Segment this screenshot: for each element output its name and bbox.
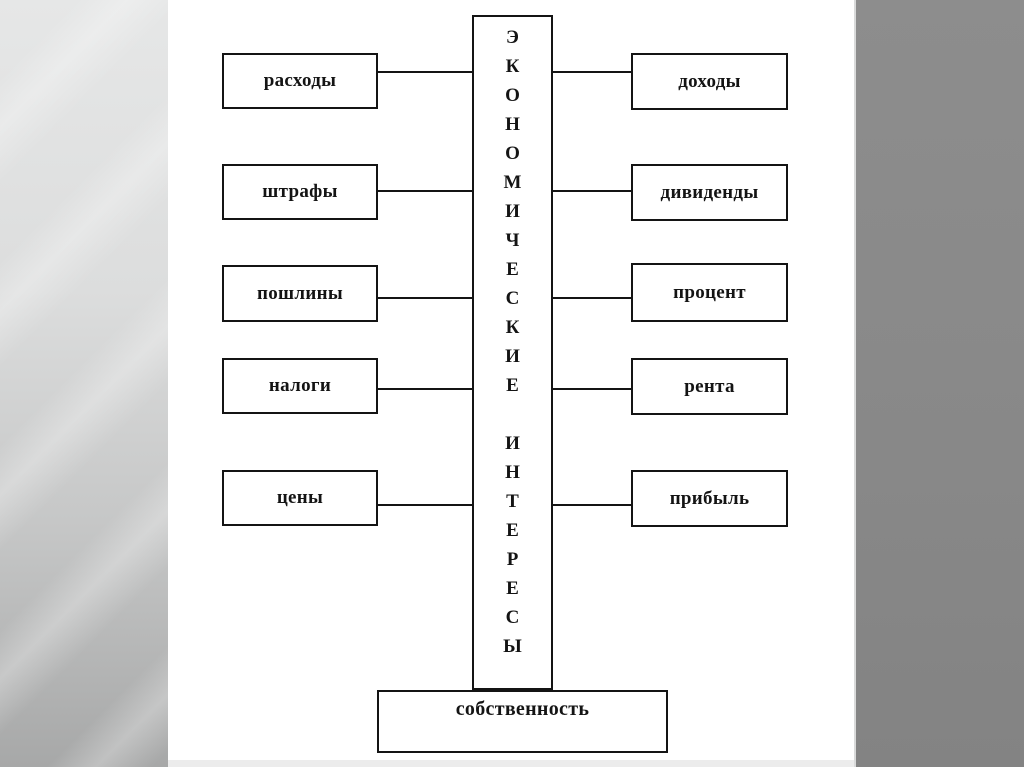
node-property: собственность	[377, 690, 668, 753]
connector-right-interest	[553, 297, 631, 299]
background-right-panel	[854, 0, 1024, 767]
connector-right-dividends	[553, 190, 631, 192]
node-rent-label: рента	[684, 375, 735, 397]
interests-word-vertical: И Н Т Е Р Е С Ы	[503, 433, 522, 657]
node-prices: цены	[222, 470, 378, 526]
connector-right-profit	[553, 504, 631, 506]
node-dividends-label: дивиденды	[660, 181, 759, 203]
background-left-panel	[0, 0, 168, 767]
connector-left-taxes	[378, 388, 472, 390]
node-economic-interests: Э К О Н О М И Ч Е С К И Е И Н Т Е Р Е С …	[472, 15, 553, 690]
node-dividends: дивиденды	[631, 164, 788, 221]
connector-left-prices	[378, 504, 472, 506]
node-rent: рента	[631, 358, 788, 415]
node-fines-label: штрафы	[262, 181, 338, 202]
connector-left-duties	[378, 297, 472, 299]
word-gap	[474, 400, 551, 429]
node-taxes-label: налоги	[268, 375, 332, 396]
node-fines: штрафы	[222, 164, 378, 220]
connector-right-incomes	[553, 71, 631, 73]
node-profit: прибыль	[631, 470, 788, 527]
node-prices-label: цены	[276, 487, 324, 508]
node-incomes-label: доходы	[678, 70, 741, 92]
node-incomes: доходы	[631, 53, 788, 110]
node-duties-label: пошлины	[257, 282, 343, 304]
connector-right-rent	[553, 388, 631, 390]
node-duties: пошлины	[222, 265, 378, 322]
node-expenses: расходы	[222, 53, 378, 109]
slide-footer-strip	[168, 760, 854, 767]
economic-word-vertical: Э К О Н О М И Ч Е С К И Е	[503, 27, 522, 396]
connector-left-expenses	[378, 71, 472, 73]
node-expenses-label: расходы	[263, 70, 337, 91]
connector-left-fines	[378, 190, 472, 192]
node-interest-label: процент	[673, 281, 746, 303]
node-interest: процент	[631, 263, 788, 322]
node-profit-label: прибыль	[669, 487, 750, 509]
node-property-label: собственность	[455, 698, 590, 720]
node-taxes: налоги	[222, 358, 378, 414]
